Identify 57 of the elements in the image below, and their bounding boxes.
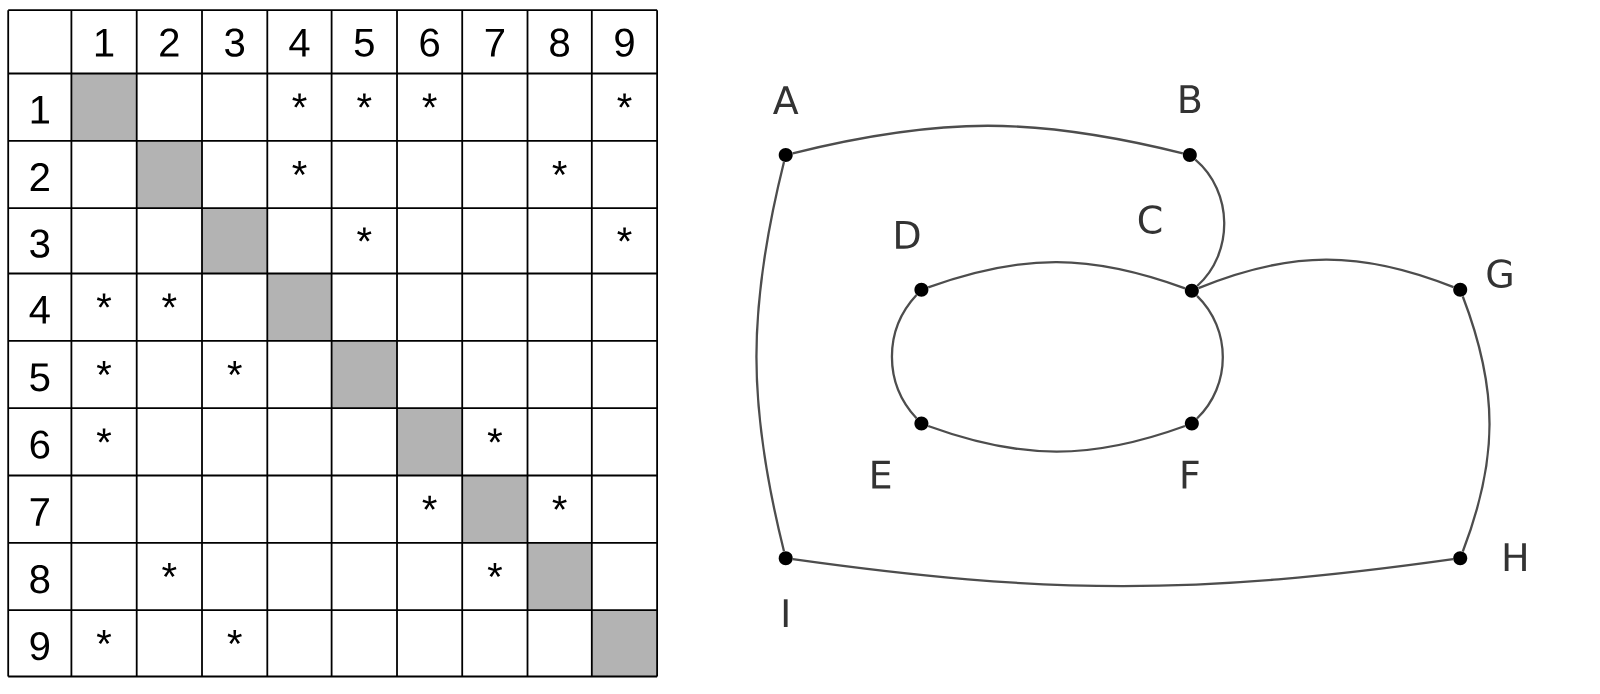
asterisk: *	[162, 563, 177, 578]
row-number: 5	[30, 363, 50, 392]
vertex-label: I	[783, 599, 788, 627]
row-number: 6	[30, 430, 50, 459]
asterisk: *	[162, 293, 177, 308]
graph-edge	[1461, 296, 1491, 552]
vertex-label: E	[872, 460, 891, 489]
asterisk: *	[487, 563, 503, 578]
row-number: 4	[29, 296, 50, 324]
graph-edge	[890, 294, 918, 419]
graph-edge	[1196, 295, 1224, 420]
row-number: 8	[30, 565, 50, 594]
column-number: 5	[354, 28, 374, 57]
graph-edge	[1194, 158, 1226, 287]
asterisk: *	[552, 161, 567, 175]
row-number: 7	[30, 498, 49, 526]
asterisk: *	[357, 227, 372, 242]
graph-edge	[927, 260, 1186, 290]
column-number: 9	[615, 28, 634, 57]
row-number: 1	[31, 96, 49, 124]
graph-edge	[1198, 258, 1454, 290]
column-number: 7	[485, 28, 504, 57]
asterisk: *	[96, 293, 112, 308]
vertex-label: C	[1138, 205, 1162, 234]
vertex-label: F	[1182, 460, 1199, 489]
asterisk: *	[96, 629, 112, 644]
column-number: 4	[289, 28, 310, 57]
column-number: 3	[225, 28, 245, 57]
column-number: 6	[420, 28, 439, 57]
vertex-label: G	[1487, 259, 1512, 289]
asterisk: *	[617, 227, 632, 242]
row-number: 3	[30, 229, 50, 258]
asterisk: *	[292, 93, 307, 108]
asterisk: *	[292, 161, 307, 175]
vertex-label: D	[896, 221, 920, 249]
graph-edge	[927, 424, 1186, 453]
vertex-label: B	[1180, 85, 1201, 113]
asterisk: *	[422, 93, 437, 108]
asterisk: *	[422, 495, 437, 510]
column-number: 1	[95, 28, 114, 57]
asterisk: *	[552, 495, 567, 510]
graph-edge	[792, 558, 1454, 588]
vertex-label: A	[773, 86, 799, 114]
asterisk: *	[227, 629, 242, 644]
vertex-label: H	[1504, 543, 1526, 571]
row-number: 2	[30, 163, 49, 191]
asterisk: *	[227, 361, 242, 375]
asterisk: *	[357, 93, 372, 108]
asterisk: *	[96, 361, 112, 375]
column-number: 8	[550, 28, 569, 57]
graph-edge	[755, 161, 786, 552]
row-number: 9	[30, 631, 49, 661]
asterisk: *	[487, 428, 503, 443]
column-number: 2	[160, 28, 179, 57]
asterisk: *	[617, 93, 632, 108]
asterisk: *	[96, 428, 112, 443]
graph-edge	[792, 124, 1184, 155]
